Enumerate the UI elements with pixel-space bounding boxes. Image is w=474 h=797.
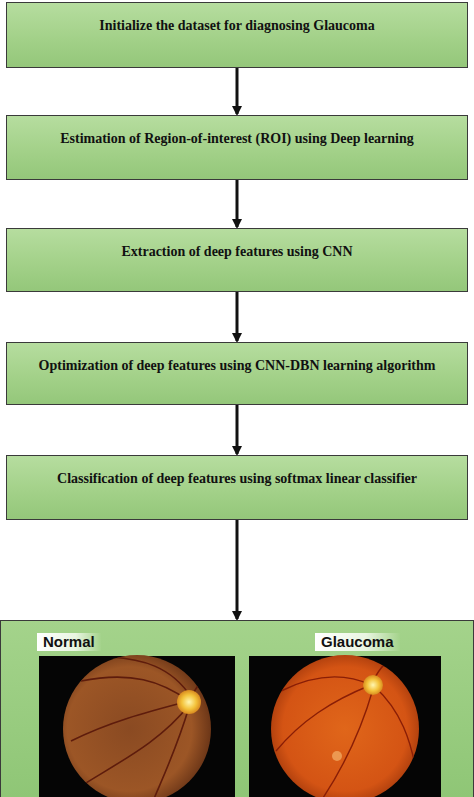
step-text: Initialize the dataset for diagnosing Gl… [99,17,374,34]
flow-arrow [236,405,239,454]
flow-arrow [236,292,239,341]
flow-arrow [236,68,239,114]
image-panel: Normal Glaucoma [0,620,474,797]
process-box: Initialize the dataset for diagnosing Gl… [6,2,468,68]
step-text: Classification of deep features using so… [57,470,417,487]
flow-arrow [236,180,239,227]
step-text: Estimation of Region-of-interest (ROI) u… [60,130,414,147]
process-box: Extraction of deep features using CNN [6,228,468,292]
image-label: Glaucoma [315,633,400,651]
process-box: Classification of deep features using so… [6,455,468,520]
process-box: Estimation of Region-of-interest (ROI) u… [6,115,468,180]
process-box: Optimization of deep features using CNN-… [6,342,468,405]
flow-arrow [236,520,239,619]
step-text: Optimization of deep features using CNN-… [39,357,436,374]
image-label: Normal [37,633,101,651]
step-text: Extraction of deep features using CNN [121,243,352,260]
